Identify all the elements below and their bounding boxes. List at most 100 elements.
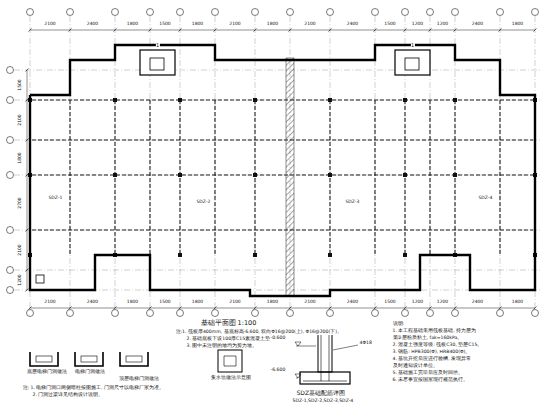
axis-line <box>180 16 181 309</box>
note-text: 顶层电梯门洞做法 <box>118 377 159 382</box>
dimension-text: 1800 <box>191 300 203 305</box>
column <box>178 253 182 257</box>
dimension-tick <box>429 307 432 310</box>
column <box>453 173 457 177</box>
column <box>253 173 257 177</box>
note-text: SDZ-1,SDZ-2,SDZ-3,SDZ-4 <box>292 399 354 404</box>
dimension-tick <box>534 307 537 310</box>
rebar <box>321 334 322 381</box>
column-section <box>318 332 332 372</box>
axis-bubble <box>287 9 294 16</box>
pit-inner <box>150 58 164 70</box>
dimension-text: 2400 <box>86 300 98 305</box>
dimension-tick <box>149 307 152 310</box>
sump-detail <box>224 356 236 366</box>
axis-bubble <box>177 310 184 317</box>
wall-line <box>179 100 180 255</box>
rebar <box>329 334 330 381</box>
axis-line <box>14 100 540 101</box>
axis-bubble <box>7 287 14 294</box>
axis-bubble <box>7 137 14 144</box>
dimension-tick <box>254 29 257 32</box>
axis-bubble <box>452 9 459 16</box>
axis-bubble <box>212 310 219 317</box>
dimension-text: 1500 <box>159 22 171 27</box>
note-text: SDZ-3 <box>345 200 360 205</box>
axis-bubble <box>7 267 14 274</box>
wall-line <box>114 100 115 255</box>
note-text: 注: 1. 电梯门洞口两侧暗柱按图施工, 门洞尺寸以电梯厂家为准。 <box>22 386 165 391</box>
pit-inner <box>405 58 419 70</box>
dimension-tick <box>289 29 292 32</box>
wall-line <box>499 100 500 255</box>
axis-bubble <box>427 310 434 317</box>
note-text: 注:1. 筏板厚400mm, 基底标高-6.600, 双向Φ16@200(上),… <box>175 330 343 335</box>
axis-bubble <box>402 9 409 16</box>
note-text: 基础平面图 1:100 <box>200 320 257 327</box>
note-text: 说明: <box>392 322 405 327</box>
dimension-text: 2400 <box>86 22 98 27</box>
leader-line <box>333 345 358 350</box>
dimension-tick <box>149 29 152 32</box>
dimension-text: 1800 <box>126 22 138 27</box>
sump-detail <box>218 350 242 372</box>
door-detail <box>126 356 142 362</box>
axis-bubble <box>402 310 409 317</box>
dimension-text: 1500 <box>384 22 396 27</box>
dimension-tick <box>29 29 32 32</box>
dimension-text: 2700 <box>18 196 23 208</box>
dimension-tick <box>26 289 29 292</box>
column <box>113 98 117 102</box>
dimension-text: 2100 <box>304 22 316 27</box>
dimension-text: 1 <box>410 43 414 48</box>
axis-line <box>14 70 540 71</box>
dimension-tick <box>26 139 29 142</box>
axis-bubble <box>327 9 334 16</box>
axis-bubble <box>252 310 259 317</box>
axis-bubble <box>27 9 34 16</box>
axis-bubble <box>327 310 334 317</box>
note-text: SDZ-4 <box>478 196 493 201</box>
dimension-tick <box>374 307 377 310</box>
axis-bubble <box>427 9 434 16</box>
note-text: 3. 图中未注明的墙均为剪力墙。 <box>186 344 258 349</box>
expansion-joint <box>286 58 294 296</box>
wall-line <box>454 100 455 255</box>
dimension-tick <box>404 307 407 310</box>
note-text: SDZ-1 <box>48 196 63 201</box>
door-detail <box>75 352 103 366</box>
level-mark <box>295 342 301 346</box>
dimension-text: 2100 <box>229 22 241 27</box>
dimension-text: 1200 <box>411 300 423 305</box>
dimension-tick <box>374 29 377 32</box>
dimension-tick <box>69 29 72 32</box>
door-detail <box>81 356 97 362</box>
dimension-tick <box>404 29 407 32</box>
wall-line <box>254 100 255 255</box>
note-text: 6. 未尽事宜按国家现行规范执行。 <box>392 378 469 383</box>
dimension-tick <box>499 29 502 32</box>
axis-bubble <box>67 310 74 317</box>
axis-bubble <box>147 310 154 317</box>
axis-line <box>14 270 540 271</box>
dimension-text: 1200 <box>18 274 23 286</box>
dimension-tick <box>454 307 457 310</box>
dimension-text: 1800 <box>511 300 523 305</box>
dimension-line <box>27 70 28 290</box>
axis-bubble <box>452 310 459 317</box>
dimension-text: 1200 <box>436 300 448 305</box>
axis-bubble <box>7 67 14 74</box>
dimension-line <box>30 30 535 31</box>
note-text: 底层电梯门洞做法 <box>26 370 67 375</box>
dimension-tick <box>114 307 117 310</box>
column <box>403 173 407 177</box>
dimension-text: 1800 <box>266 22 278 27</box>
door-detail <box>30 352 58 366</box>
note-text: 4Φ18 <box>359 341 372 346</box>
dimension-tick <box>179 307 182 310</box>
axis-bubble <box>147 9 154 16</box>
door-detail <box>120 352 148 366</box>
wall-line <box>32 139 533 140</box>
dimension-text: 2400 <box>346 300 358 305</box>
